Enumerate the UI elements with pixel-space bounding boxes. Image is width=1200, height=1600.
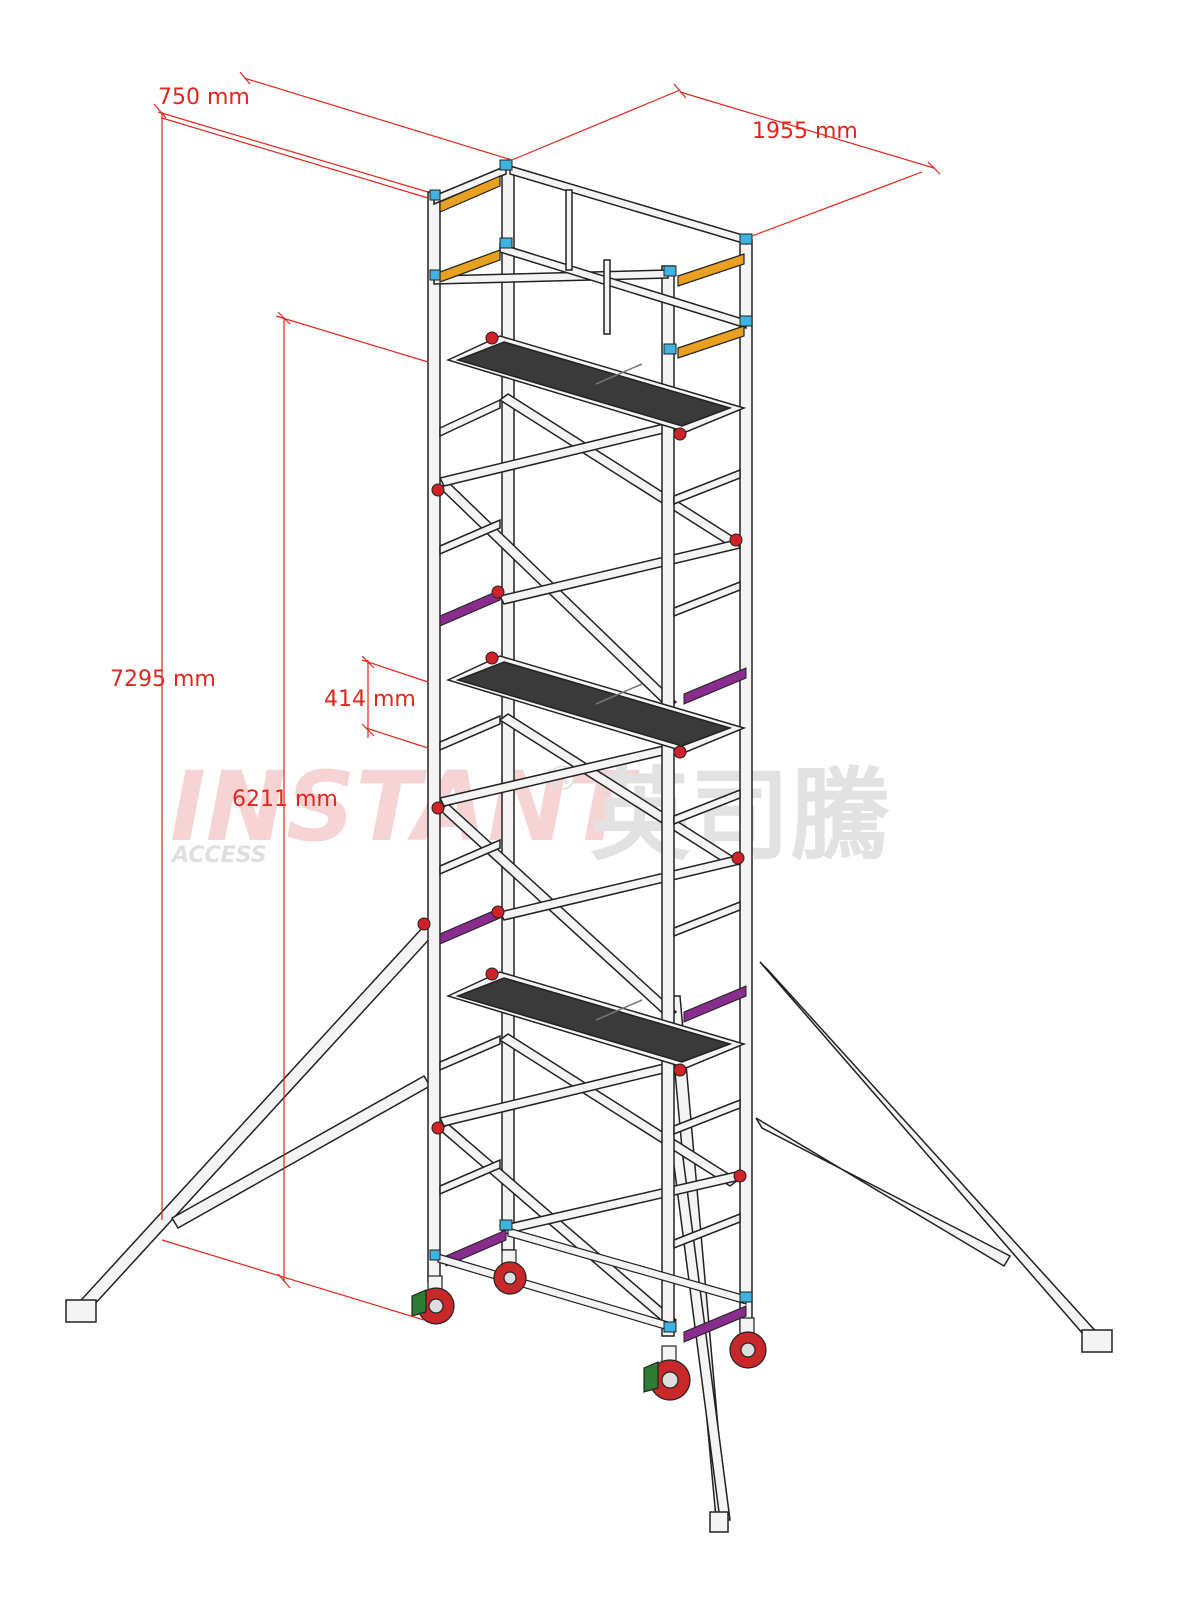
dimension-lines bbox=[153, 71, 941, 1321]
dim-height-base bbox=[161, 1239, 425, 1321]
dim-depth-ext bbox=[157, 111, 429, 193]
dim-rung-spacing-label: 414 mm bbox=[324, 687, 416, 712]
dim-length-line bbox=[511, 89, 681, 161]
dim-rung-bottom bbox=[365, 727, 429, 749]
toeboards bbox=[439, 175, 745, 359]
dim-platform-height-label: 6211 mm bbox=[232, 787, 338, 812]
wheel-back-left bbox=[493, 1249, 527, 1295]
dim-length-line2 bbox=[679, 91, 935, 169]
dim-depth-ext2 bbox=[161, 117, 429, 199]
outrigger-foot-left bbox=[65, 1299, 97, 1323]
front-left-upright bbox=[427, 191, 441, 1283]
dimension-labels: 750 mm 1955 mm 7295 mm 6211 mm 414 mm bbox=[110, 85, 858, 812]
castor-wheels bbox=[411, 1249, 767, 1401]
watermark: INSTANT ACCESS ® 英司騰 bbox=[170, 751, 890, 874]
dim-depth-label: 750 mm bbox=[158, 85, 250, 110]
wheel-front-left bbox=[411, 1275, 455, 1325]
outrigger-foot-front bbox=[709, 1511, 729, 1533]
dim-depth-line bbox=[243, 77, 513, 161]
toeboard-top-left bbox=[439, 175, 501, 213]
dim-rung-top bbox=[361, 659, 429, 683]
platform-bottom bbox=[445, 971, 747, 1069]
wheel-front-right bbox=[643, 1345, 691, 1401]
watermark-sub: ACCESS bbox=[170, 843, 267, 868]
outrigger-left-upper bbox=[70, 924, 436, 1320]
outrigger-foot-right bbox=[1081, 1329, 1113, 1353]
dim-length-ext bbox=[751, 171, 923, 237]
platform-top bbox=[445, 335, 747, 433]
toeboard-mid-right bbox=[677, 325, 745, 359]
guard-rails bbox=[433, 164, 747, 335]
outrigger-left-lower bbox=[170, 1074, 432, 1230]
couplers-red bbox=[417, 331, 747, 1183]
couplers-blue bbox=[429, 159, 753, 1333]
dim-platform-top bbox=[275, 315, 429, 363]
wheel-back-right bbox=[729, 1317, 767, 1369]
purple-braces bbox=[439, 589, 747, 1343]
platforms bbox=[445, 335, 747, 1069]
outrigger-right-lower bbox=[755, 1117, 1012, 1268]
dim-length-label: 1955 mm bbox=[752, 119, 858, 144]
toeboard-top-right bbox=[677, 253, 745, 287]
platform-middle bbox=[445, 655, 747, 753]
diagonal-braces bbox=[438, 393, 742, 1327]
back-upright-right bbox=[739, 239, 753, 1331]
front-left-frame bbox=[427, 191, 741, 1337]
back-upright-left bbox=[501, 167, 515, 1251]
dim-total-height-label: 7295 mm bbox=[110, 667, 216, 692]
